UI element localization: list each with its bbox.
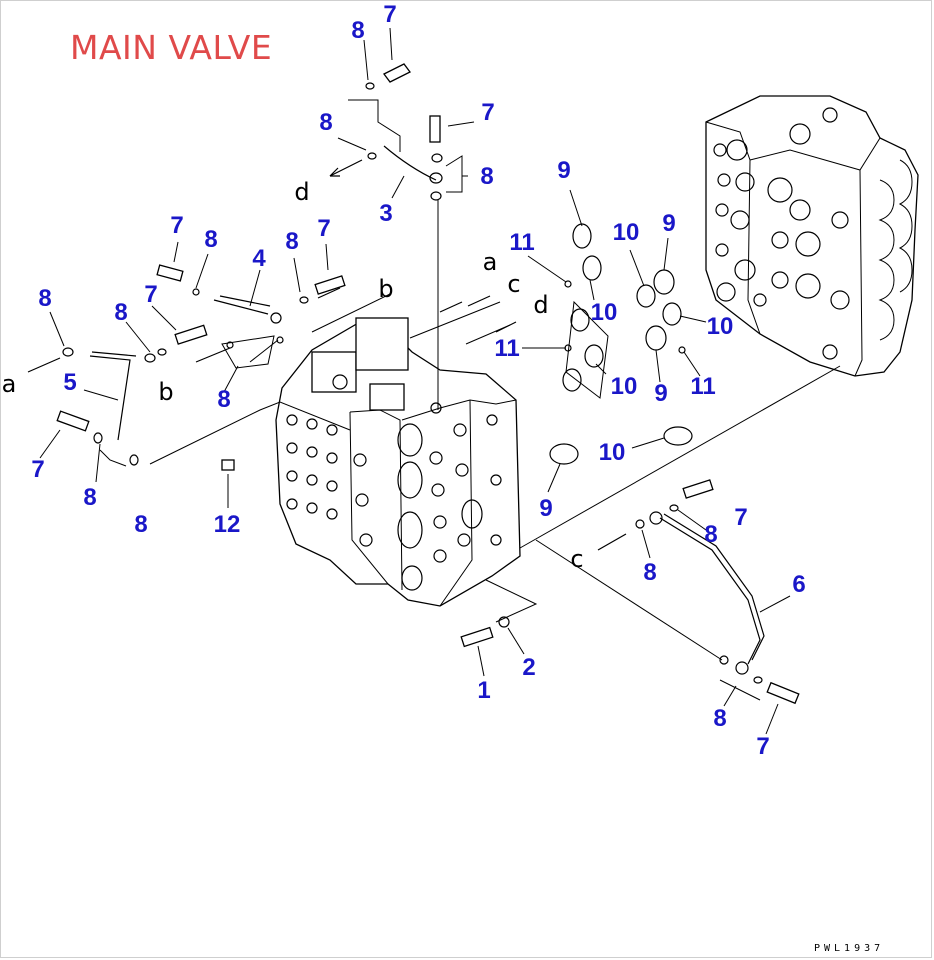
callout-6: 3 xyxy=(379,200,392,227)
connector-b-mid: b xyxy=(378,275,393,303)
callout-26: 8 xyxy=(217,386,230,413)
callout-38: 1 xyxy=(477,677,490,704)
connector-a-mid: a xyxy=(483,248,498,276)
callout-33: 7 xyxy=(734,504,747,531)
callout-3: 7 xyxy=(481,99,494,126)
callout-36: 6 xyxy=(792,571,805,598)
callout-14: 10 xyxy=(613,219,640,246)
callout-21: 5 xyxy=(63,369,76,396)
callout-30: 10 xyxy=(599,439,626,466)
callout-7: 9 xyxy=(557,157,570,184)
callout-25: 11 xyxy=(690,373,715,400)
callout-13: 11 xyxy=(509,229,534,256)
connector-letters: d a c b d a b c xyxy=(2,178,584,573)
callout-1: 7 xyxy=(383,1,396,28)
callout-5: 8 xyxy=(480,163,493,190)
connector-d-top: d xyxy=(294,178,309,206)
callout-34: 8 xyxy=(704,521,717,548)
callout-8: 7 xyxy=(170,212,183,239)
callout-10: 8 xyxy=(285,228,298,255)
connector-c-right: c xyxy=(570,545,583,573)
callout-18: 8 xyxy=(114,299,127,326)
diagram-title: MAIN VALVE xyxy=(70,28,273,67)
callout-11: 7 xyxy=(317,215,330,242)
callout-37: 2 xyxy=(522,654,535,681)
callout-40: 7 xyxy=(756,733,769,760)
callout-16: 8 xyxy=(38,285,51,312)
assembly-lines xyxy=(99,99,841,701)
connector-c-mid: c xyxy=(507,270,520,298)
callout-19: 10 xyxy=(591,299,618,326)
callout-35: 8 xyxy=(643,559,656,586)
connector-a-left: a xyxy=(2,370,17,398)
callout-32: 12 xyxy=(214,511,241,538)
connector-b-left: b xyxy=(158,378,173,406)
callout-28: 8 xyxy=(83,484,96,511)
callout-15: 9 xyxy=(662,210,675,237)
callout-9: 8 xyxy=(204,226,217,253)
callout-39: 8 xyxy=(713,705,726,732)
main-valve-body xyxy=(275,317,521,607)
callout-31: 9 xyxy=(539,495,552,522)
callout-12: 4 xyxy=(252,245,266,272)
callout-leaders xyxy=(39,27,791,735)
callout-numbers: 7 8 7 8 8 3 9 7 8 8 7 4 11 10 9 8 7 8 10… xyxy=(31,1,805,760)
callout-2: 8 xyxy=(351,17,364,44)
rear-valve-section xyxy=(705,95,919,377)
callout-20: 10 xyxy=(707,313,734,340)
callout-27: 7 xyxy=(31,456,44,483)
callout-4: 8 xyxy=(319,109,332,136)
callout-24: 9 xyxy=(654,380,667,407)
callout-17: 7 xyxy=(144,281,157,308)
callout-29: 8 xyxy=(134,511,147,538)
drawing-code: PWL1937 xyxy=(814,943,885,954)
connector-d-mid: d xyxy=(533,291,548,319)
callout-22: 11 xyxy=(494,335,519,362)
callout-23: 10 xyxy=(611,373,638,400)
